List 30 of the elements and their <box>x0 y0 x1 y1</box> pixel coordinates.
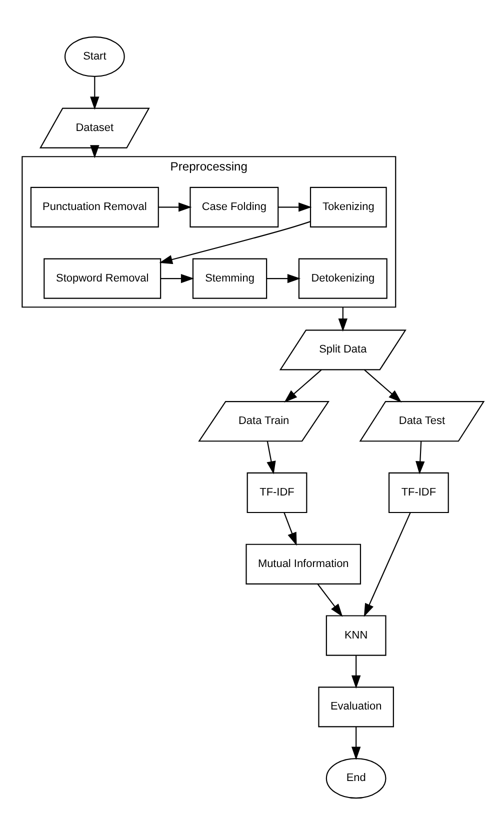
arrow <box>363 512 410 616</box>
node-ellipse: Start <box>64 36 124 76</box>
arrow <box>158 220 310 264</box>
arrow <box>350 726 360 760</box>
arrow <box>266 440 276 474</box>
arrow <box>338 306 348 332</box>
arrow <box>90 144 99 158</box>
arrow <box>90 76 99 110</box>
node-box: Case Folding <box>189 186 278 227</box>
node-box: Stemming <box>192 258 267 298</box>
arrow <box>415 440 424 474</box>
node-box: Detokenizing <box>298 258 387 298</box>
arrow <box>160 273 194 283</box>
arrow <box>316 583 342 616</box>
node-box: KNN <box>325 614 386 656</box>
node-box: Tokenizing <box>309 186 386 227</box>
arrow <box>278 202 312 212</box>
arrow <box>350 655 360 688</box>
arrow <box>158 202 192 212</box>
node-box: TF-IDF <box>388 472 448 513</box>
arrow <box>283 512 296 546</box>
arrow <box>284 369 322 402</box>
node-box: Mutual Information <box>245 543 361 584</box>
arrow <box>266 273 300 283</box>
node-box: Evaluation <box>318 686 394 727</box>
node-box: Punctuation Removal <box>30 186 158 227</box>
arrow <box>364 369 402 402</box>
node-box: TF-IDF <box>246 472 307 513</box>
node-ellipse: End <box>325 758 386 798</box>
node-box: Stopword Removal <box>43 258 161 298</box>
